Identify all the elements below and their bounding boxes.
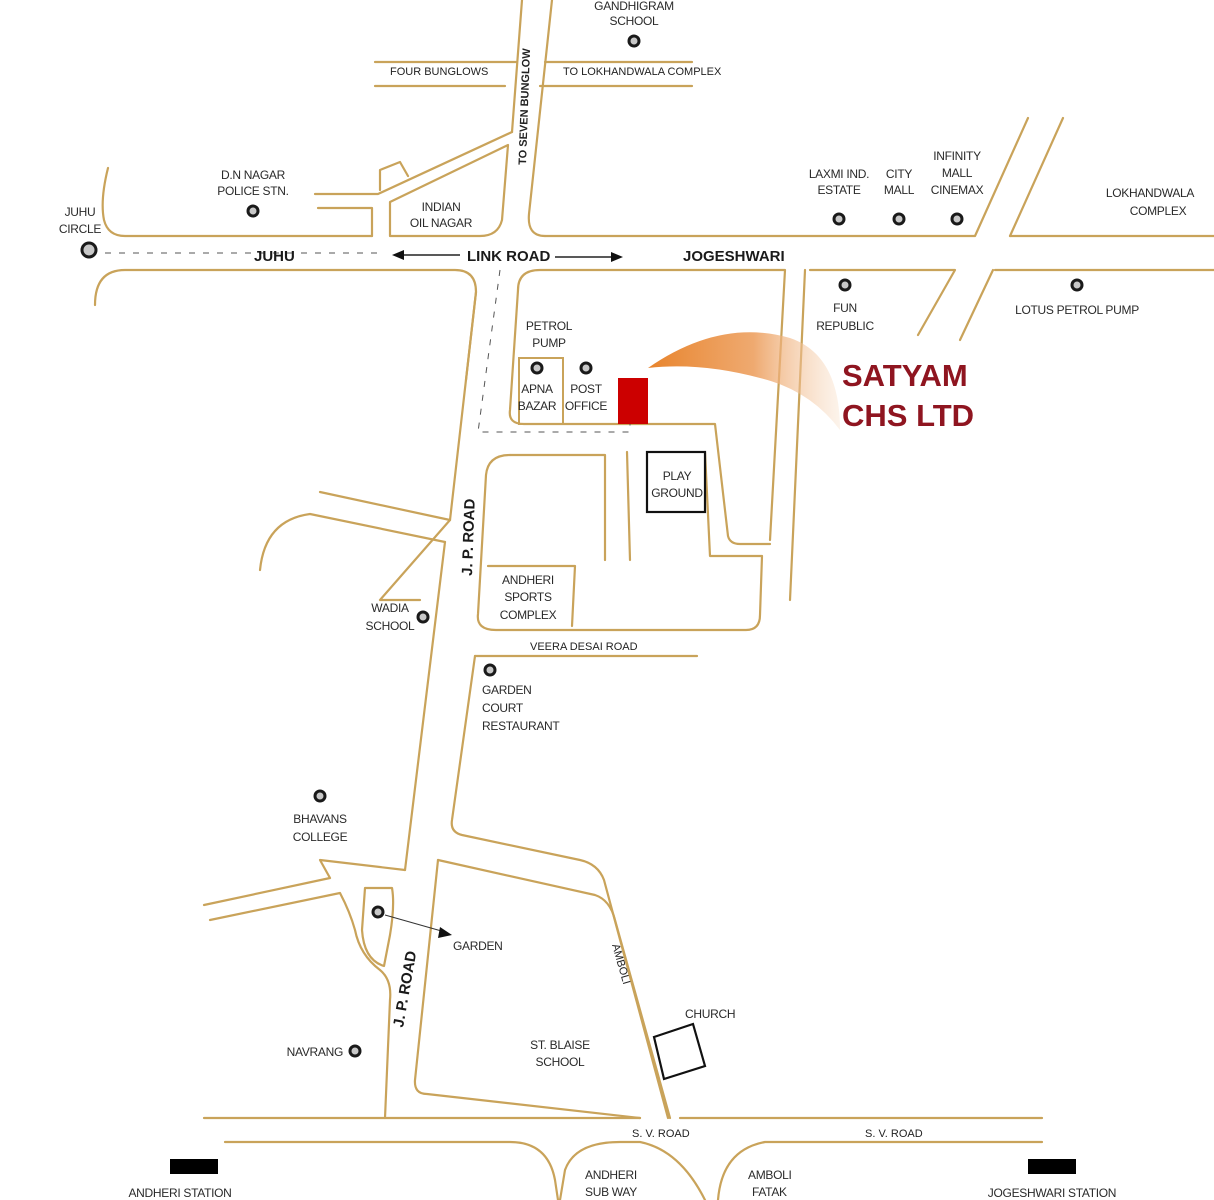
andheri-station-icon xyxy=(170,1159,218,1174)
lokhandwala-label-1: LOKHANDWALA xyxy=(1106,186,1195,200)
poi-markers xyxy=(80,34,1084,1058)
veera-desai-label: VEERA DESAI ROAD xyxy=(530,641,638,653)
garden-court-label-2: COURT xyxy=(482,701,524,715)
infinity-label-2: MALL xyxy=(942,166,973,180)
project-pointer-swoosh xyxy=(648,332,840,430)
lokhandwala-label-2: COMPLEX xyxy=(1130,204,1187,218)
landmark-labels: GANDHIGRAM SCHOOL D.N NAGAR POLICE STN. … xyxy=(59,0,1195,1200)
post-office-marker-icon xyxy=(579,361,593,375)
project-location-marker xyxy=(618,378,648,424)
wadia-label-1: WADIA xyxy=(371,601,409,615)
lotus-petrol-pump-marker-icon xyxy=(1070,278,1084,292)
laxmi-label-2: ESTATE xyxy=(817,183,860,197)
bhavans-college-marker-icon xyxy=(313,789,327,803)
petrol-pump-marker-icon xyxy=(530,361,544,375)
juhu-circle-marker-icon xyxy=(80,241,98,259)
amboli-fatak-label-1: AMBOLI xyxy=(748,1168,792,1182)
post-office-label-1: POST xyxy=(570,382,602,396)
post-office-label-2: OFFICE xyxy=(565,399,607,413)
play-ground-label-1: PLAY xyxy=(663,469,692,483)
laxmi-ind-marker-icon xyxy=(832,212,846,226)
project-name-line1: SATYAM xyxy=(842,358,968,393)
amboli-fatak-label-2: FATAK xyxy=(752,1185,787,1199)
dn-nagar-label-1: D.N NAGAR xyxy=(221,168,286,182)
jp-road-lower-label: J. P. ROAD xyxy=(390,950,420,1029)
infinity-label-3: CINEMAX xyxy=(931,183,984,197)
garden-marker-icon xyxy=(371,905,385,919)
juhu-circle-label-2: CIRCLE xyxy=(59,222,102,236)
apna-bazar-block xyxy=(518,357,564,425)
jogeshwari-station-label: JOGESHWARI STATION xyxy=(988,1186,1116,1200)
jogeshwari-station-icon xyxy=(1028,1159,1076,1174)
link-road-label: LINK ROAD xyxy=(467,248,550,265)
bhavans-label-1: BHAVANS xyxy=(293,812,347,826)
gandhigram-school-marker-icon xyxy=(627,34,641,48)
garden-court-label-3: RESTAURANT xyxy=(482,719,560,733)
andheri-subway-label-1: ANDHERI xyxy=(585,1168,637,1182)
link-road-arrows xyxy=(392,250,623,262)
apna-bazar-label-1: APNA xyxy=(521,382,553,396)
city-mall-label-1: CITY xyxy=(886,167,912,181)
laxmi-label-1: LAXMI IND. xyxy=(809,167,869,181)
fun-republic-label-1: FUN xyxy=(833,301,857,315)
play-ground-label-2: GROUND xyxy=(651,486,703,500)
play-ground-box xyxy=(645,450,707,514)
st-blaise-label-2: SCHOOL xyxy=(536,1055,586,1069)
andheri-sports-label-2: SPORTS xyxy=(504,590,552,604)
apna-bazar-label-2: BAZAR xyxy=(518,399,557,413)
garden-pointer xyxy=(384,914,446,933)
city-mall-marker-icon xyxy=(892,212,906,226)
navrang-marker-icon xyxy=(348,1044,362,1058)
fun-republic-label-2: REPUBLIC xyxy=(816,319,874,333)
jogeshwari-road-label: JOGESHWARI xyxy=(683,248,785,265)
garden-arrow-icon xyxy=(438,927,452,938)
church-label: CHURCH xyxy=(685,1007,735,1021)
navrang-label: NAVRANG xyxy=(287,1045,343,1059)
church-box xyxy=(652,1022,707,1081)
wadia-label-2: SCHOOL xyxy=(366,619,416,633)
andheri-sports-label-1: ANDHERI xyxy=(502,573,554,587)
to-lokhandwala-label: TO LOKHANDWALA COMPLEX xyxy=(563,66,722,78)
indian-oil-label-2: OIL NAGAR xyxy=(410,216,473,230)
garden-court-label-1: GARDEN xyxy=(482,683,532,697)
wadia-school-marker-icon xyxy=(416,610,430,624)
petrol-pump-label-1: PETROL xyxy=(526,319,573,333)
jp-road-upper-label: J. P. ROAD xyxy=(459,498,479,576)
garden-court-marker-icon xyxy=(483,663,497,677)
infinity-label-1: INFINITY xyxy=(933,149,981,163)
road-network xyxy=(93,0,1214,1200)
st-blaise-label-1: ST. BLAISE xyxy=(530,1038,590,1052)
link-dashed-route xyxy=(477,269,631,433)
gandhigram-label-1: GANDHIGRAM xyxy=(594,0,674,13)
city-mall-label-2: MALL xyxy=(884,183,915,197)
juhu-circle-label-1: JUHU xyxy=(65,205,96,219)
four-bunglows-label: FOUR BUNGLOWS xyxy=(390,66,488,78)
dn-nagar-label-2: POLICE STN. xyxy=(217,184,288,198)
gandhigram-label-2: SCHOOL xyxy=(610,14,660,28)
petrol-pump-label-2: PUMP xyxy=(532,336,566,350)
amboli-label: AMBOLI xyxy=(609,943,632,986)
project-name-line2: CHS LTD xyxy=(842,398,974,433)
to-seven-bunglow-label: TO SEVEN BUNGLOW xyxy=(517,48,533,165)
sv-road-label-1: S. V. ROAD xyxy=(632,1128,690,1140)
bhavans-label-2: COLLEGE xyxy=(293,830,348,844)
juhu-road-label: JUHU xyxy=(254,248,295,265)
lotus-petrol-label: LOTUS PETROL PUMP xyxy=(1015,303,1139,317)
fun-republic-marker-icon xyxy=(838,278,852,292)
sv-road-label-2: S. V. ROAD xyxy=(865,1128,923,1140)
garden-label: GARDEN xyxy=(453,939,503,953)
andheri-sports-label-3: COMPLEX xyxy=(500,608,557,622)
andheri-subway-label-2: SUB WAY xyxy=(585,1185,637,1199)
indian-oil-label-1: INDIAN xyxy=(422,200,461,214)
dn-nagar-marker-icon xyxy=(246,204,260,218)
infinity-mall-marker-icon xyxy=(950,212,964,226)
andheri-station-label: ANDHERI STATION xyxy=(128,1186,231,1200)
